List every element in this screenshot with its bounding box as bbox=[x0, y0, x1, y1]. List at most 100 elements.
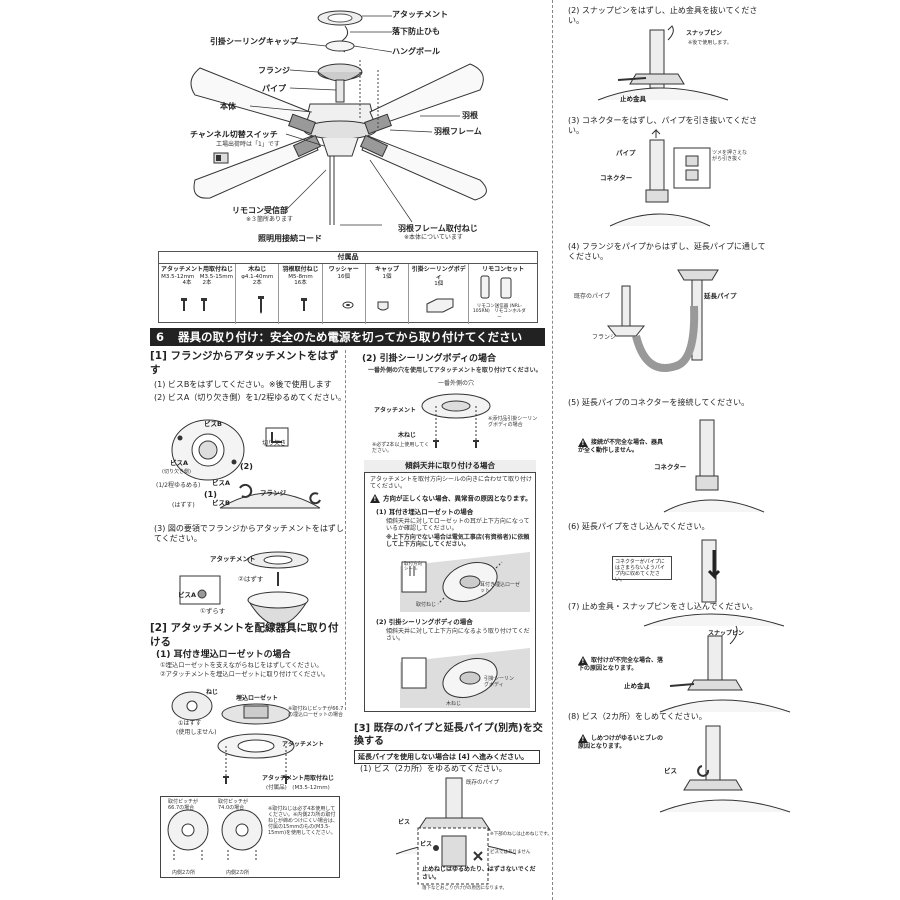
note-stop-screw: ※下部のねじは止めねじです。 bbox=[490, 832, 552, 837]
label-lighting-cord: 照明用接続コード bbox=[258, 234, 322, 243]
warning-icon bbox=[370, 494, 380, 504]
warn-stopper: 取付けが不完全な場合、落下の原因となります。 bbox=[578, 656, 668, 673]
label-snap-pin: スナップピン bbox=[686, 30, 723, 37]
label-snap-7: スナップピン bbox=[708, 630, 745, 637]
label-pipe-r: パイプ bbox=[616, 149, 636, 157]
label-screw-8: ビス bbox=[664, 767, 677, 775]
label-rosette: 埋込ローゼット bbox=[236, 695, 279, 702]
step-8-tighten: (8) ビス（2カ所）をしめてください。 bbox=[568, 712, 707, 721]
label-attach-screw: アタッチメント用取付ねじ bbox=[262, 775, 335, 782]
warn-stop-screw-2: 落下などおこりがけがの原因になります。 bbox=[422, 886, 508, 891]
warn-connect: 接続が不完全な場合、器具が全く動作しません。 bbox=[578, 438, 668, 455]
step-2-snap: (2) スナップピンをはずし、止め金具を抜いてください。 bbox=[568, 6, 758, 26]
insert-figure bbox=[643, 539, 785, 627]
label-ext-pipe: 延長パイプ bbox=[704, 292, 737, 300]
step-7-stopper: (7) 止め金具・スナップピンをさし込んでください。 bbox=[568, 602, 758, 611]
snap-pin-figure bbox=[597, 25, 729, 101]
label-connector: コネクター bbox=[600, 174, 633, 182]
note-snap-pin: ※後で使用します。 bbox=[688, 40, 732, 46]
rosette-figure bbox=[171, 691, 295, 784]
warning-icon bbox=[578, 438, 588, 448]
sloped-case1-text: 傾斜天井に対してローゼットの耳が上下方向になっているか確認してください。 bbox=[386, 518, 530, 533]
sloped-ceiling-title: 傾斜天井に取り付ける場合 bbox=[364, 460, 536, 473]
note-connector-inside: コネクターがパイプにはさまらないようパイプ内に収めてください。 bbox=[612, 556, 672, 583]
label-blade: 羽根 bbox=[462, 111, 478, 120]
ceiling-body-heading: (2) 引掛シーリングボディの場合 bbox=[362, 354, 496, 364]
label-screw-b2: ビスB bbox=[212, 499, 230, 507]
accessory-item: リモコンセット リモコン送信器 (NRL-105RN) リモコンホルダー bbox=[472, 266, 526, 320]
note-loosen: (1/2程ゆるめる) bbox=[156, 482, 201, 489]
label-screw-mid2: ビス bbox=[420, 841, 433, 848]
note-remove: (はずす) bbox=[172, 502, 195, 509]
label-attachment-fig3: アタッチメント bbox=[282, 741, 325, 748]
ceiling-body-figure bbox=[421, 393, 491, 448]
label-stopper: 止め金具 bbox=[620, 95, 646, 103]
label-inner-b: 内側2カ所 bbox=[226, 870, 250, 876]
note-pitch: ※取付ねじピッチが66.7の埋込ローゼットの場合 bbox=[288, 706, 344, 718]
pitch-figure bbox=[167, 809, 263, 862]
label-screw-a-fig2: ビスA bbox=[178, 591, 197, 599]
note-blade-screw: ※本体についています bbox=[404, 234, 463, 241]
label-n2: (2) bbox=[240, 462, 253, 471]
label-screw-b: ビスB bbox=[204, 420, 222, 428]
step1-2: (2) ビスA（切り欠き側）を1/2程ゆるめてください。 bbox=[154, 393, 346, 402]
note-remove-1: ①はずす bbox=[178, 720, 202, 727]
step-5-connect: (5) 延長パイプのコネクターを接続してください。 bbox=[568, 398, 750, 407]
sloped-rosette-figure bbox=[400, 552, 530, 612]
accessories-title: 付属品 bbox=[159, 252, 537, 264]
label-channel-switch: チャンネル切替スイッチ bbox=[190, 130, 278, 139]
label-remove-2: ②はずす bbox=[238, 575, 264, 583]
label-screw: ねじ bbox=[206, 689, 219, 696]
label-flange: フランジ bbox=[258, 66, 290, 75]
label-attachment-mid: アタッチメント bbox=[374, 407, 417, 414]
label-body: 本体 bbox=[220, 102, 236, 111]
column-divider bbox=[552, 0, 553, 900]
note-body: ※添付品引掛シーリングボディの場合 bbox=[488, 416, 538, 428]
note-attach-screw-spec: (付属品) (M3.5-12mm) bbox=[266, 785, 330, 791]
label-existing-pipe-mid: 既存のパイプ bbox=[466, 780, 500, 786]
label-slide-1: ①ずらす bbox=[200, 607, 226, 615]
label-n1: (1) bbox=[204, 490, 217, 499]
label-inner-a: 内側2カ所 bbox=[172, 870, 196, 876]
label-direction-seal: 取付方向シール bbox=[404, 562, 422, 573]
step2-sub1: (1) 耳付き埋込ローゼットの場合 bbox=[156, 650, 291, 660]
ceiling-body-note: 一番外側の穴を使用してアタッチメントを取り付けてください。 bbox=[368, 367, 542, 374]
sloped-intro: アタッチメントを取付方向シールの向きに合わせて取り付けてください。 bbox=[370, 476, 533, 491]
note-pitch-b: 取付ピッチが74.0の場合 bbox=[218, 799, 249, 811]
label-flange-r: フランジ bbox=[592, 334, 617, 341]
label-existing-pipe-r: 既存のパイプ bbox=[574, 293, 611, 300]
note-screw-a: (切り欠き側) bbox=[162, 469, 191, 475]
flange-swap-figure bbox=[606, 269, 719, 372]
note-not-screw: ビスではありません bbox=[490, 850, 531, 855]
label-wood-sloped: 木ねじ bbox=[446, 701, 462, 707]
label-screw-sloped: 取付ねじ bbox=[416, 602, 437, 608]
ext-pipe-note: 延長パイプを使用しない場合は [4] へ進みください。 bbox=[354, 750, 540, 764]
note-receiver: ※３箇所あります bbox=[246, 216, 294, 223]
note-pitch-screws: ※取付ねじは必ず4本使用してください。※内側2カ所の取付ねじが締めつけにくい場合… bbox=[268, 806, 338, 836]
note-channel: 工場出荷時は「1」です bbox=[216, 141, 280, 148]
label-screw-mid: ビス bbox=[398, 819, 411, 826]
warn-tighten: しめつけがゆるいとブレの原因となります。 bbox=[578, 734, 668, 751]
label-flange-fig1: フランジ bbox=[260, 489, 286, 497]
label-body-sloped: 引掛シーリングボディ bbox=[484, 676, 515, 688]
note-pitch-a: 取付ピッチが66.7の場合 bbox=[168, 799, 199, 811]
warning-icon bbox=[578, 734, 588, 744]
label-attachment: アタッチメント bbox=[392, 10, 448, 19]
attachment-removal-figure bbox=[179, 551, 309, 626]
label-stopper-7: 止め金具 bbox=[624, 682, 650, 690]
label-screw-a2: ビスA bbox=[212, 479, 231, 487]
step3-heading: [3] 既存のパイプと延長パイプ(別売)を交換する bbox=[354, 723, 543, 747]
sloped-case2: (2) 引掛シーリングボディの場合 bbox=[376, 618, 473, 626]
label-drop-string: 落下防止ひも bbox=[392, 27, 440, 36]
label-notch: 切り欠き bbox=[262, 440, 287, 447]
tighten-figure bbox=[659, 725, 791, 813]
label-remote-receiver: リモコン受信部 bbox=[232, 206, 288, 215]
label-blade-frame: 羽根フレーム bbox=[434, 127, 482, 136]
step1-3: (3) 図の要領でフランジからアタッチメントをはずしてください。 bbox=[154, 524, 344, 544]
